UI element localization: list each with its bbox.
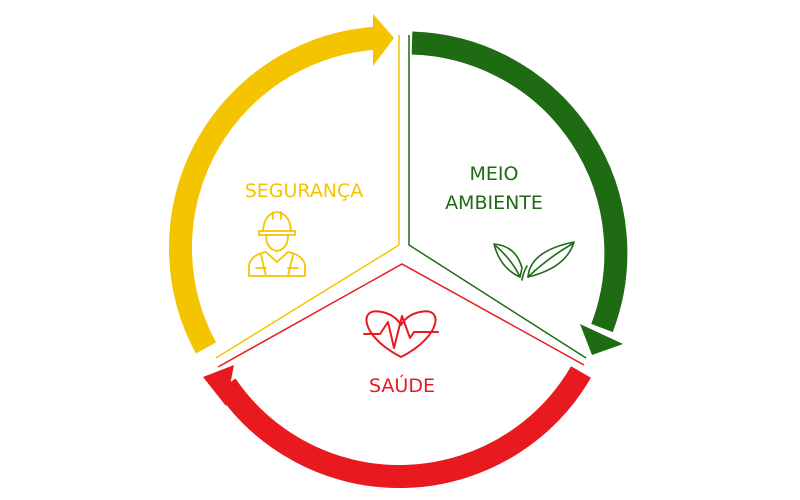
arrow-saude-arc bbox=[216, 366, 591, 489]
sector-saude-outline bbox=[217, 263, 585, 368]
construction-worker-icon bbox=[248, 211, 306, 277]
label-meio-ambiente-line2: AMBIENTE bbox=[445, 192, 543, 214]
arrow-seguranca bbox=[168, 14, 394, 354]
sector-meio-ambiente bbox=[408, 35, 587, 359]
sector-seguranca bbox=[215, 35, 400, 359]
arrow-meio-ambiente-arc bbox=[411, 31, 628, 333]
leaves-icon bbox=[493, 241, 575, 281]
arrow-saude bbox=[203, 365, 591, 489]
sector-saude bbox=[217, 263, 585, 368]
sector-seguranca-outline bbox=[215, 35, 400, 359]
label-meio-ambiente-line1: MEIO bbox=[470, 163, 519, 185]
arrow-seguranca-arc bbox=[168, 26, 379, 354]
sector-meio-ambiente-outline bbox=[408, 35, 587, 359]
arrow-meio-ambiente-head bbox=[580, 324, 623, 355]
label-seguranca: SEGURANÇA bbox=[245, 180, 364, 202]
heartbeat-icon bbox=[363, 310, 439, 358]
arrow-saude-head bbox=[203, 365, 234, 406]
label-saude: SAÚDE bbox=[369, 373, 435, 397]
arrow-seguranca-head bbox=[373, 14, 394, 66]
arrow-meio-ambiente bbox=[411, 31, 628, 355]
